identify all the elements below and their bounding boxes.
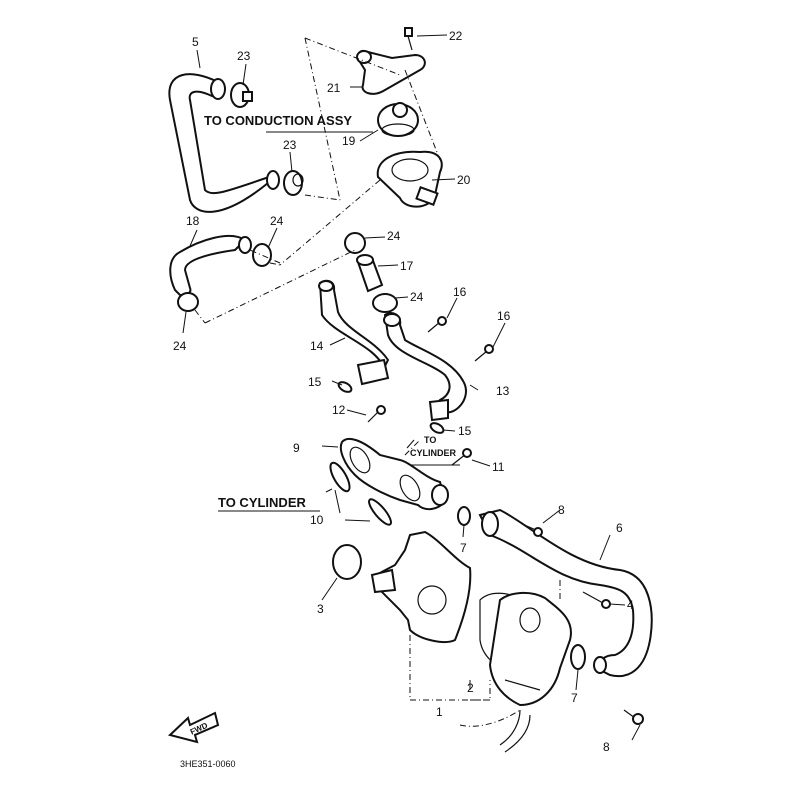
bolt-8-upper[interactable] [521, 523, 543, 537]
callout-15-b: 15 [458, 424, 472, 438]
hose-clamp-24-d[interactable] [372, 293, 398, 313]
hose-18[interactable] [169, 235, 252, 297]
o-ring-15-b[interactable] [429, 421, 445, 435]
diagram-code: 3HE351-0060 [180, 759, 236, 769]
o-ring-7-upper[interactable] [457, 506, 471, 526]
callout-8-upper: 8 [558, 503, 565, 517]
hose-clamp-23-lower[interactable] [283, 170, 304, 196]
hose-17[interactable] [356, 254, 384, 293]
callout-10: 10 [310, 513, 324, 527]
caption-to-conduction-assy: TO CONDUCTION ASSY [204, 113, 352, 128]
caption-to-cylinder-small-2: CYLINDER [410, 448, 457, 458]
pipe-14[interactable] [318, 279, 390, 386]
callout-14: 14 [310, 339, 324, 353]
callout-18: 18 [186, 214, 200, 228]
callout-16-b: 16 [497, 309, 511, 323]
callout-16-a: 16 [453, 285, 467, 299]
hose-clamp-24-c[interactable] [344, 232, 366, 254]
callout-9: 9 [293, 441, 300, 455]
lower-pipe-fragment [499, 709, 531, 753]
bolt-12[interactable] [367, 405, 386, 423]
callout-21: 21 [327, 81, 341, 95]
hose-5[interactable] [168, 73, 280, 213]
o-ring-10-a[interactable] [327, 460, 353, 494]
pipe-6[interactable] [478, 508, 653, 678]
thermostat-19[interactable] [377, 102, 419, 137]
callout-5: 5 [192, 35, 199, 49]
callout-20: 20 [457, 173, 471, 187]
o-ring-7-lower[interactable] [570, 644, 586, 670]
callout-22: 22 [449, 29, 463, 43]
caption-to-cylinder: TO CYLINDER [218, 495, 306, 510]
callout-8-lower: 8 [603, 740, 610, 754]
callout-19: 19 [342, 134, 356, 148]
bolt-8-lower[interactable] [623, 709, 644, 725]
callout-11: 11 [492, 460, 505, 474]
water-manifold-9[interactable] [339, 437, 449, 511]
hose-clamp-24-b[interactable] [177, 292, 199, 312]
fwd-arrow-icon: FWD [167, 711, 220, 744]
caption-to-cylinder-small-1: TO [424, 435, 436, 445]
callout-3: 3 [317, 602, 324, 616]
thermostat-housing-20[interactable] [376, 150, 443, 208]
o-ring-15-a[interactable] [337, 380, 353, 394]
bolt-16-a[interactable] [427, 316, 447, 333]
callout-24-d: 24 [410, 290, 424, 304]
bolt-22[interactable] [404, 27, 413, 51]
callout-24-b: 24 [173, 339, 187, 353]
hose-clamp-23-upper[interactable] [230, 82, 253, 108]
hose-clamp-24-a[interactable] [252, 243, 272, 267]
callout-24-a: 24 [270, 214, 284, 228]
thermostat-cover-21[interactable] [356, 49, 426, 95]
callout-24-c: 24 [387, 229, 401, 243]
callout-13: 13 [496, 384, 510, 398]
callout-23-lower: 23 [283, 138, 297, 152]
callout-7-upper: 7 [460, 541, 467, 555]
o-ring-3[interactable] [332, 544, 362, 580]
callout-4: 4 [627, 598, 634, 612]
o-ring-10-b[interactable] [366, 497, 394, 528]
bolt-11[interactable] [451, 448, 472, 466]
callout-1: 1 [436, 705, 443, 719]
callout-17: 17 [400, 259, 414, 273]
callout-15-a: 15 [308, 375, 322, 389]
callout-6: 6 [616, 521, 623, 535]
callout-2: 2 [467, 681, 474, 695]
pipe-13[interactable] [383, 312, 467, 422]
water-pump-cover[interactable] [488, 592, 572, 707]
callout-7-lower: 7 [571, 691, 578, 705]
water-pump-housing[interactable] [370, 530, 472, 643]
callout-23-upper: 23 [237, 49, 251, 63]
callout-12: 12 [332, 403, 346, 417]
bolt-4[interactable] [582, 591, 611, 609]
bolt-16-b[interactable] [474, 344, 494, 362]
